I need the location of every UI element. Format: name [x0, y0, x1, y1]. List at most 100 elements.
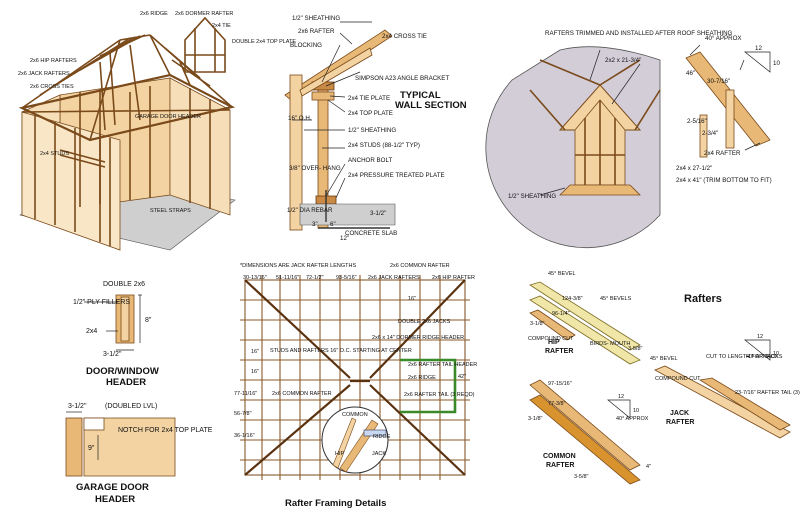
cutaway-label: 2x6 DORMER RAFTER	[175, 11, 233, 17]
jack-rafter-title: JACK	[670, 410, 689, 417]
hip-rafter-label: COMPOUND CUT	[528, 336, 574, 342]
common-rafter-label: 3-1/8"	[528, 416, 543, 422]
rafter-detail-label: 2x4 RAFTER	[704, 150, 741, 157]
dormer-rafter-detail: 40° APPROX 12 10 46" 30-7/16" 2-5/16" 2-…	[676, 35, 780, 184]
rafters-detail: Rafters 45° BEVEL 124-3/8" 96-1/4" 45° B…	[528, 271, 800, 485]
framing-inset-label: JACK	[372, 451, 386, 457]
rafter-framing-plan: COMMON RIDGE HIP JACK *DIMENSIONS ARE JA…	[234, 263, 477, 509]
hip-rafter-label: BIRDS- MOUTH	[590, 341, 630, 347]
wall-section-label: 2x4 TIE PLATE	[348, 95, 390, 102]
jack-rafter-label: COMPOUND CUT	[655, 376, 701, 382]
framing-note: *DIMENSIONS ARE JACK RAFTER LENGTHS	[240, 263, 356, 269]
wall-section-title: TYPICAL	[400, 90, 441, 101]
hip-rafter-title: HIP	[548, 339, 560, 346]
common-rafter-label: 4"	[646, 464, 651, 470]
jack-rafter-label: 40° APPROX	[746, 354, 779, 360]
typical-wall-section: 1/2" SHEATHING 2x6 RAFTER BLOCKING 2x4 C…	[284, 15, 467, 242]
door-header-title: DOOR/WINDOW	[86, 366, 159, 377]
wall-section-label: BLOCKING	[290, 42, 322, 49]
framing-label: 2x6 COMMON RAFTER	[272, 391, 332, 397]
framing-side-dim: 16"	[408, 296, 416, 302]
wall-section-label: 2x4 TOP PLATE	[348, 110, 393, 117]
wall-section-label: 1/2" DIA REBAR	[287, 207, 333, 214]
garage-header-title: GARAGE DOOR	[76, 482, 149, 493]
common-rafter: 97-15/16" 77-3/8" 12 10 40° APPROX 3-1/8…	[528, 379, 651, 485]
hip-rafter-label: 3-1/8"	[530, 321, 545, 327]
dormer-label: 1/2" SHEATHING	[508, 193, 556, 200]
framing-label: 2x6 RAFTER TAIL (3 REQD)	[404, 392, 475, 398]
common-rafter-title: RAFTER	[546, 462, 574, 469]
dormer-label: 2x2 x 21-3/4"	[605, 57, 641, 64]
jack-rafter: CUT TO LENGTH FOR JACKS 12 10 40° APPROX…	[650, 334, 800, 439]
cutaway-label: 2x6 HIP RAFTERS	[30, 58, 77, 64]
rafter-detail-label: 2x4 x 41" (TRIM BOTTOM TO FIT)	[676, 177, 772, 184]
jack-rafter-label: 12	[757, 334, 763, 340]
wall-section-label: 1/2" SHEATHING	[292, 15, 340, 22]
hip-rafter-label: 96-1/4"	[552, 311, 570, 317]
framing-label: 2x6 JACK RAFTERS	[368, 275, 420, 281]
jack-rafter-label: CUT TO LENGTH FOR JACKS	[706, 354, 783, 360]
rafter-detail-label: 30-7/16"	[707, 78, 730, 85]
framing-inset-label: RIDGE	[373, 434, 391, 440]
door-header-title: HEADER	[106, 377, 146, 388]
common-rafter-label: 3-5/8"	[574, 474, 589, 480]
garage-door-header-detail: 3-1/2" (DOUBLED LVL) NOTCH FOR 2x4 TOP P…	[65, 403, 213, 505]
garage-header-label: NOTCH FOR 2x4 TOP PLATE	[118, 427, 213, 434]
rafter-detail-label: 2-5/16"	[687, 118, 707, 125]
cutaway-label: 2x6 CROSS TIES	[30, 84, 74, 90]
common-rafter-label: 12	[618, 394, 624, 400]
common-rafter-label: 77-3/8"	[548, 401, 566, 407]
common-rafter-label: 10	[633, 408, 639, 414]
jack-rafter-label: 10	[773, 351, 779, 357]
garage-header-label: 9"	[88, 445, 95, 452]
wall-section-title: WALL SECTION	[395, 100, 467, 111]
hip-rafter-label: 124-3/8"	[562, 296, 583, 302]
wall-section-label: 2x6 RAFTER	[298, 28, 335, 35]
common-rafter-label: 40° APPROX	[616, 416, 649, 422]
door-header-label: 1/2" PLY FILLERS	[73, 299, 130, 306]
wall-section-label: 2x4 PRESSURE TREATED PLATE	[348, 172, 445, 179]
cutaway-label: STEEL STRAPS	[150, 208, 191, 214]
framing-label: 2x6 RIDGE	[408, 375, 436, 381]
framing-label: STUDS AND RAFTERS 16" O.C. STARTING AT C…	[270, 348, 412, 354]
wall-section-label: SIMPSON A23 ANGLE BRACKET	[355, 75, 449, 82]
cutaway-label: 2x6 RIDGE	[140, 11, 168, 17]
framing-inset-label: COMMON	[342, 412, 368, 418]
wall-section-label: ANCHOR BOLT	[348, 157, 392, 164]
wall-section-label: 3/8" OVER- HANG	[289, 165, 341, 172]
framing-top-dim: 30-13/16"	[243, 275, 267, 281]
wall-section-dim: 6"	[330, 221, 336, 228]
rafter-detail-label: 12	[755, 45, 762, 52]
hip-rafter-label: 3-5/8"	[628, 346, 643, 352]
door-window-header-detail: DOUBLE 2x6 1/2" PLY FILLERS 2x4 3-1/2" 8…	[73, 281, 159, 388]
jack-rafter-label: 45° BEVEL	[650, 356, 678, 362]
garage-header-label: (DOUBLED LVL)	[105, 403, 157, 410]
door-header-label: 2x4	[86, 328, 97, 335]
rafter-detail-label: 40° APPROX	[705, 35, 742, 42]
dormer-label: RAFTERS TRIMMED AND INSTALLED AFTER ROOF…	[545, 30, 733, 37]
framing-label: 2x6 x 14" DORMER RIDGE HEADER	[372, 335, 464, 341]
jack-rafter-title: RAFTER	[666, 419, 694, 426]
framing-inset-label: HIP	[335, 451, 345, 457]
framing-label: 2x6 RAFTER TAIL HEADER	[408, 362, 477, 368]
wall-section-dim: 3-1/2"	[370, 210, 386, 217]
framing-side-dim: 16"	[251, 369, 259, 375]
framing-label: 2x6 HIP RAFTER	[432, 275, 475, 281]
garage-header-label: 3-1/2"	[68, 403, 87, 410]
framing-side-dim: 56-7/8"	[234, 411, 252, 417]
rafter-detail-label: 2-3/4"	[702, 130, 718, 137]
framing-title: Rafter Framing Details	[285, 498, 386, 509]
rafters-title: Rafters	[684, 293, 722, 305]
framing-label: DOUBLE 2x6 JACKS	[398, 319, 451, 325]
cutaway-label: GARAGE DOOR HEADER	[135, 114, 201, 120]
framing-top-dim: 51-11/16"	[276, 275, 299, 281]
dormer-detail: RAFTERS TRIMMED AND INSTALLED AFTER ROOF…	[485, 30, 733, 249]
jack-rafter-label: 23-7/16" RAFTER TAIL (3)	[735, 390, 800, 396]
framing-top-dim: 93-5/16"	[336, 275, 357, 281]
cutaway-label: 2x4 TIE	[212, 23, 231, 29]
hip-rafter: 45° BEVEL 124-3/8" 96-1/4" 45° BEVELS 3-…	[528, 271, 643, 365]
door-header-label: 3-1/2"	[103, 351, 122, 358]
framing-label: 2x6 COMMON RAFTER	[390, 263, 450, 269]
cutaway-label: 2x4 STUDS	[40, 151, 69, 157]
